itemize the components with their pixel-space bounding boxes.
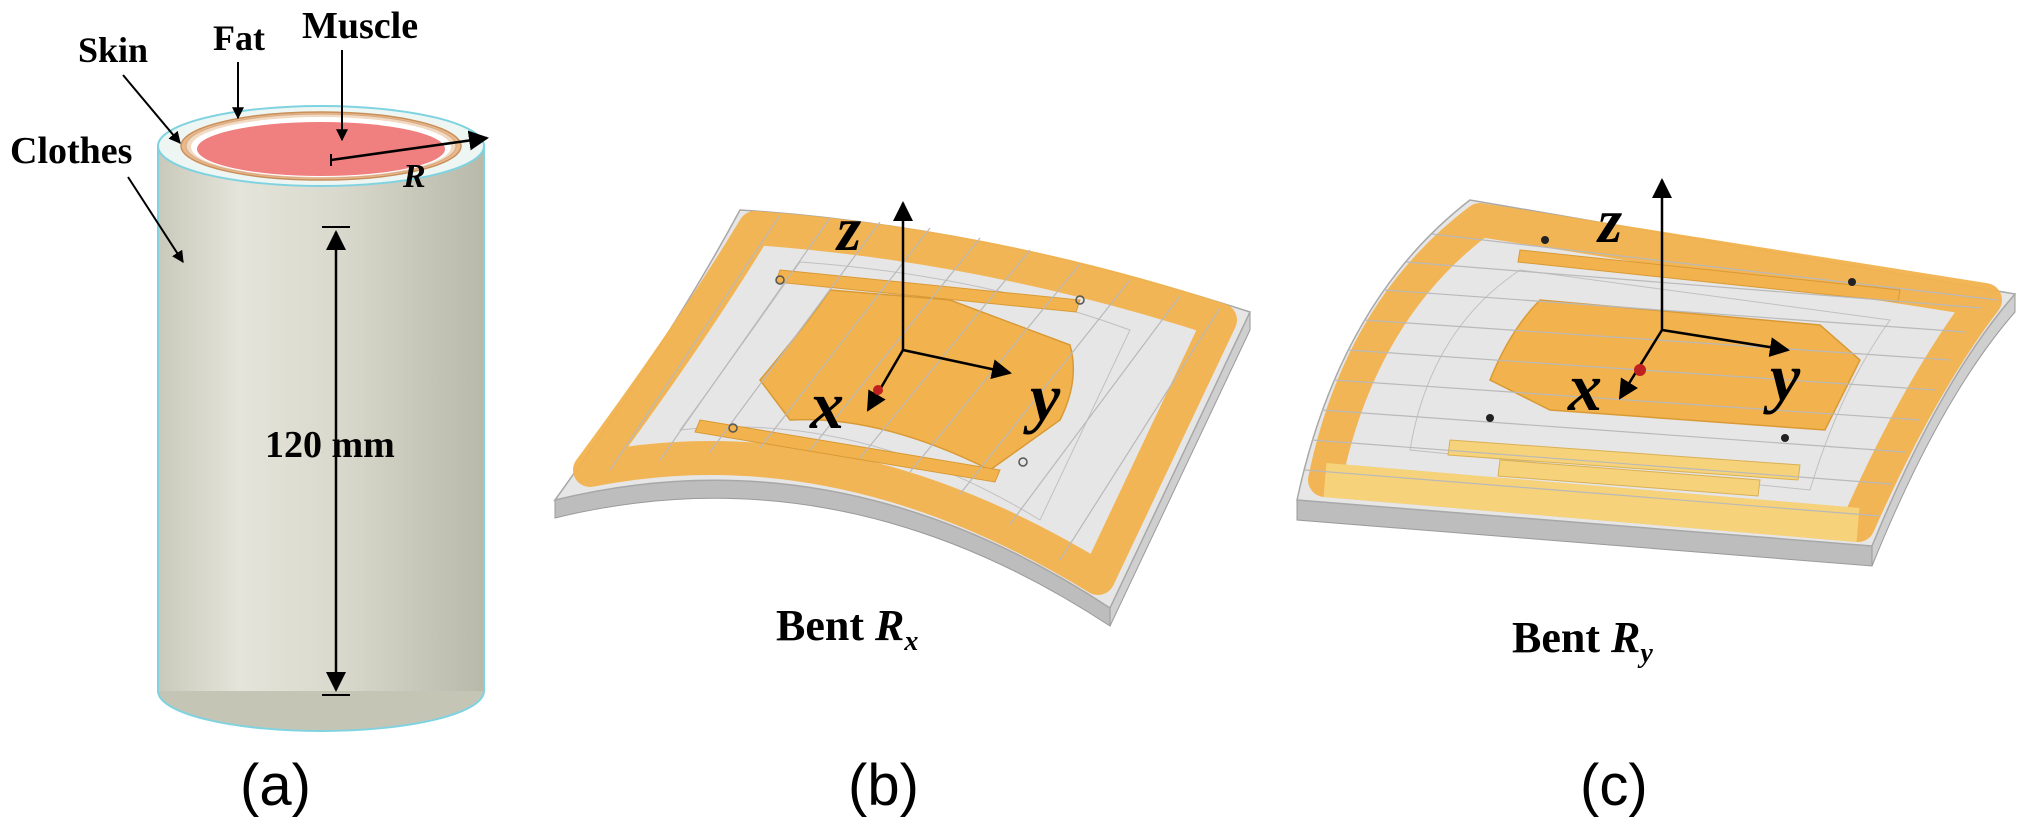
- y-axis-b: [902, 348, 1012, 379]
- panel-c-caption: (c): [1580, 753, 1648, 818]
- mesh-lines: [609, 214, 1221, 561]
- panel-a: R 120 mm Skin Fat Muscle Clothes (a): [10, 5, 489, 818]
- skin-pointer: [122, 74, 181, 144]
- panel-b-title: Bent Rx: [776, 601, 918, 657]
- panel-c-title: Bent Ry: [1512, 613, 1653, 669]
- fat-label: Fat: [213, 18, 265, 58]
- clothes-pointer: [127, 176, 184, 264]
- panel-c: z y x Bent Ry (c): [1296, 178, 2017, 818]
- x-axis-c: [1618, 329, 1664, 400]
- skin-label: Skin: [78, 30, 148, 70]
- x-axis-label-c: x: [1567, 349, 1602, 425]
- feed-point-c: [1634, 364, 1646, 376]
- feed-point-b: [873, 385, 883, 395]
- x-axis-label-b: x: [809, 367, 844, 443]
- radius-arrow: [330, 130, 489, 162]
- copper-frame-c: [1308, 203, 2002, 542]
- axes-b: z y x: [809, 196, 1061, 443]
- panel-a-caption: (a): [240, 753, 311, 818]
- panel-b-caption: (b): [848, 753, 919, 818]
- panel-b: z y x Bent Rx (b): [553, 196, 1252, 818]
- bent-antenna-ry: [1296, 199, 2017, 567]
- x-axis-b: [866, 349, 905, 412]
- z-axis-label-b: z: [835, 196, 861, 264]
- copper-frame: [573, 211, 1237, 595]
- y-axis-c: [1661, 328, 1790, 358]
- bent-antenna-rx: [553, 209, 1252, 627]
- radius-label: R: [402, 158, 426, 195]
- y-axis-label-b: y: [1023, 359, 1061, 435]
- mesh-lines-c: [1304, 233, 1999, 517]
- axes-c: z y x: [1567, 178, 1801, 425]
- y-axis-label-c: y: [1763, 339, 1801, 415]
- muscle-label: Muscle: [302, 5, 418, 47]
- muscle-layer: [197, 122, 445, 176]
- z-axis-label-c: z: [1596, 188, 1622, 256]
- body-phantom-cylinder: [157, 105, 485, 732]
- clothes-label: Clothes: [10, 130, 132, 172]
- height-label: 120 mm: [265, 424, 395, 466]
